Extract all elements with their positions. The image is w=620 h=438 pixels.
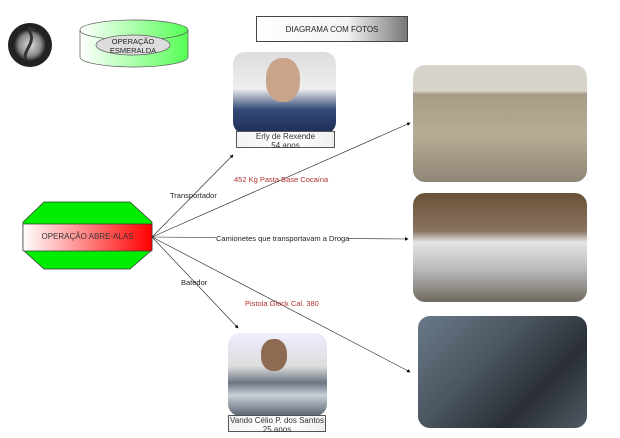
person-age: 54 anos [271, 141, 300, 150]
arrow-to-erly [151, 154, 234, 238]
person-name: Vando Célio P. dos Santos [230, 416, 324, 425]
role-transportador: Transportador [170, 191, 217, 200]
photo-pistol [418, 316, 587, 428]
caption-vando: Vando Célio P. dos Santos 25 anos [228, 415, 326, 434]
arrow-to-vando [151, 236, 239, 329]
photo-trucks [413, 193, 587, 302]
caption-erly: Erly de Rexende 54 anos [236, 131, 335, 150]
operation-group-label: OPERAÇÃO ESMERALDA [109, 37, 157, 55]
police-logo [8, 23, 52, 67]
operation-cylinder [79, 19, 189, 68]
evidence-pistol-label: Pistola Glock Cal. 380 [245, 299, 319, 308]
operation-main-label: OPERAÇÃO ABRE-ALAS [41, 232, 134, 241]
photo-drugs [413, 65, 587, 182]
photo-vando [228, 333, 327, 416]
evidence-trucks-label: Camionetes que transportavam a Droga [216, 234, 350, 243]
arrow-to-drugs [151, 122, 411, 238]
person-age: 25 anos [262, 425, 292, 434]
person-name: Erly de Rexende [255, 132, 316, 141]
photo-erly [233, 52, 336, 134]
arrow-to-pistol [151, 236, 411, 373]
operation-octagon [22, 201, 153, 270]
role-batedor: Batedor [181, 278, 208, 287]
diagram-title: DIAGRAMA COM FOTOS [256, 16, 408, 42]
evidence-drugs-label: 452 Kg Pasta Base Cocaína [234, 175, 329, 184]
